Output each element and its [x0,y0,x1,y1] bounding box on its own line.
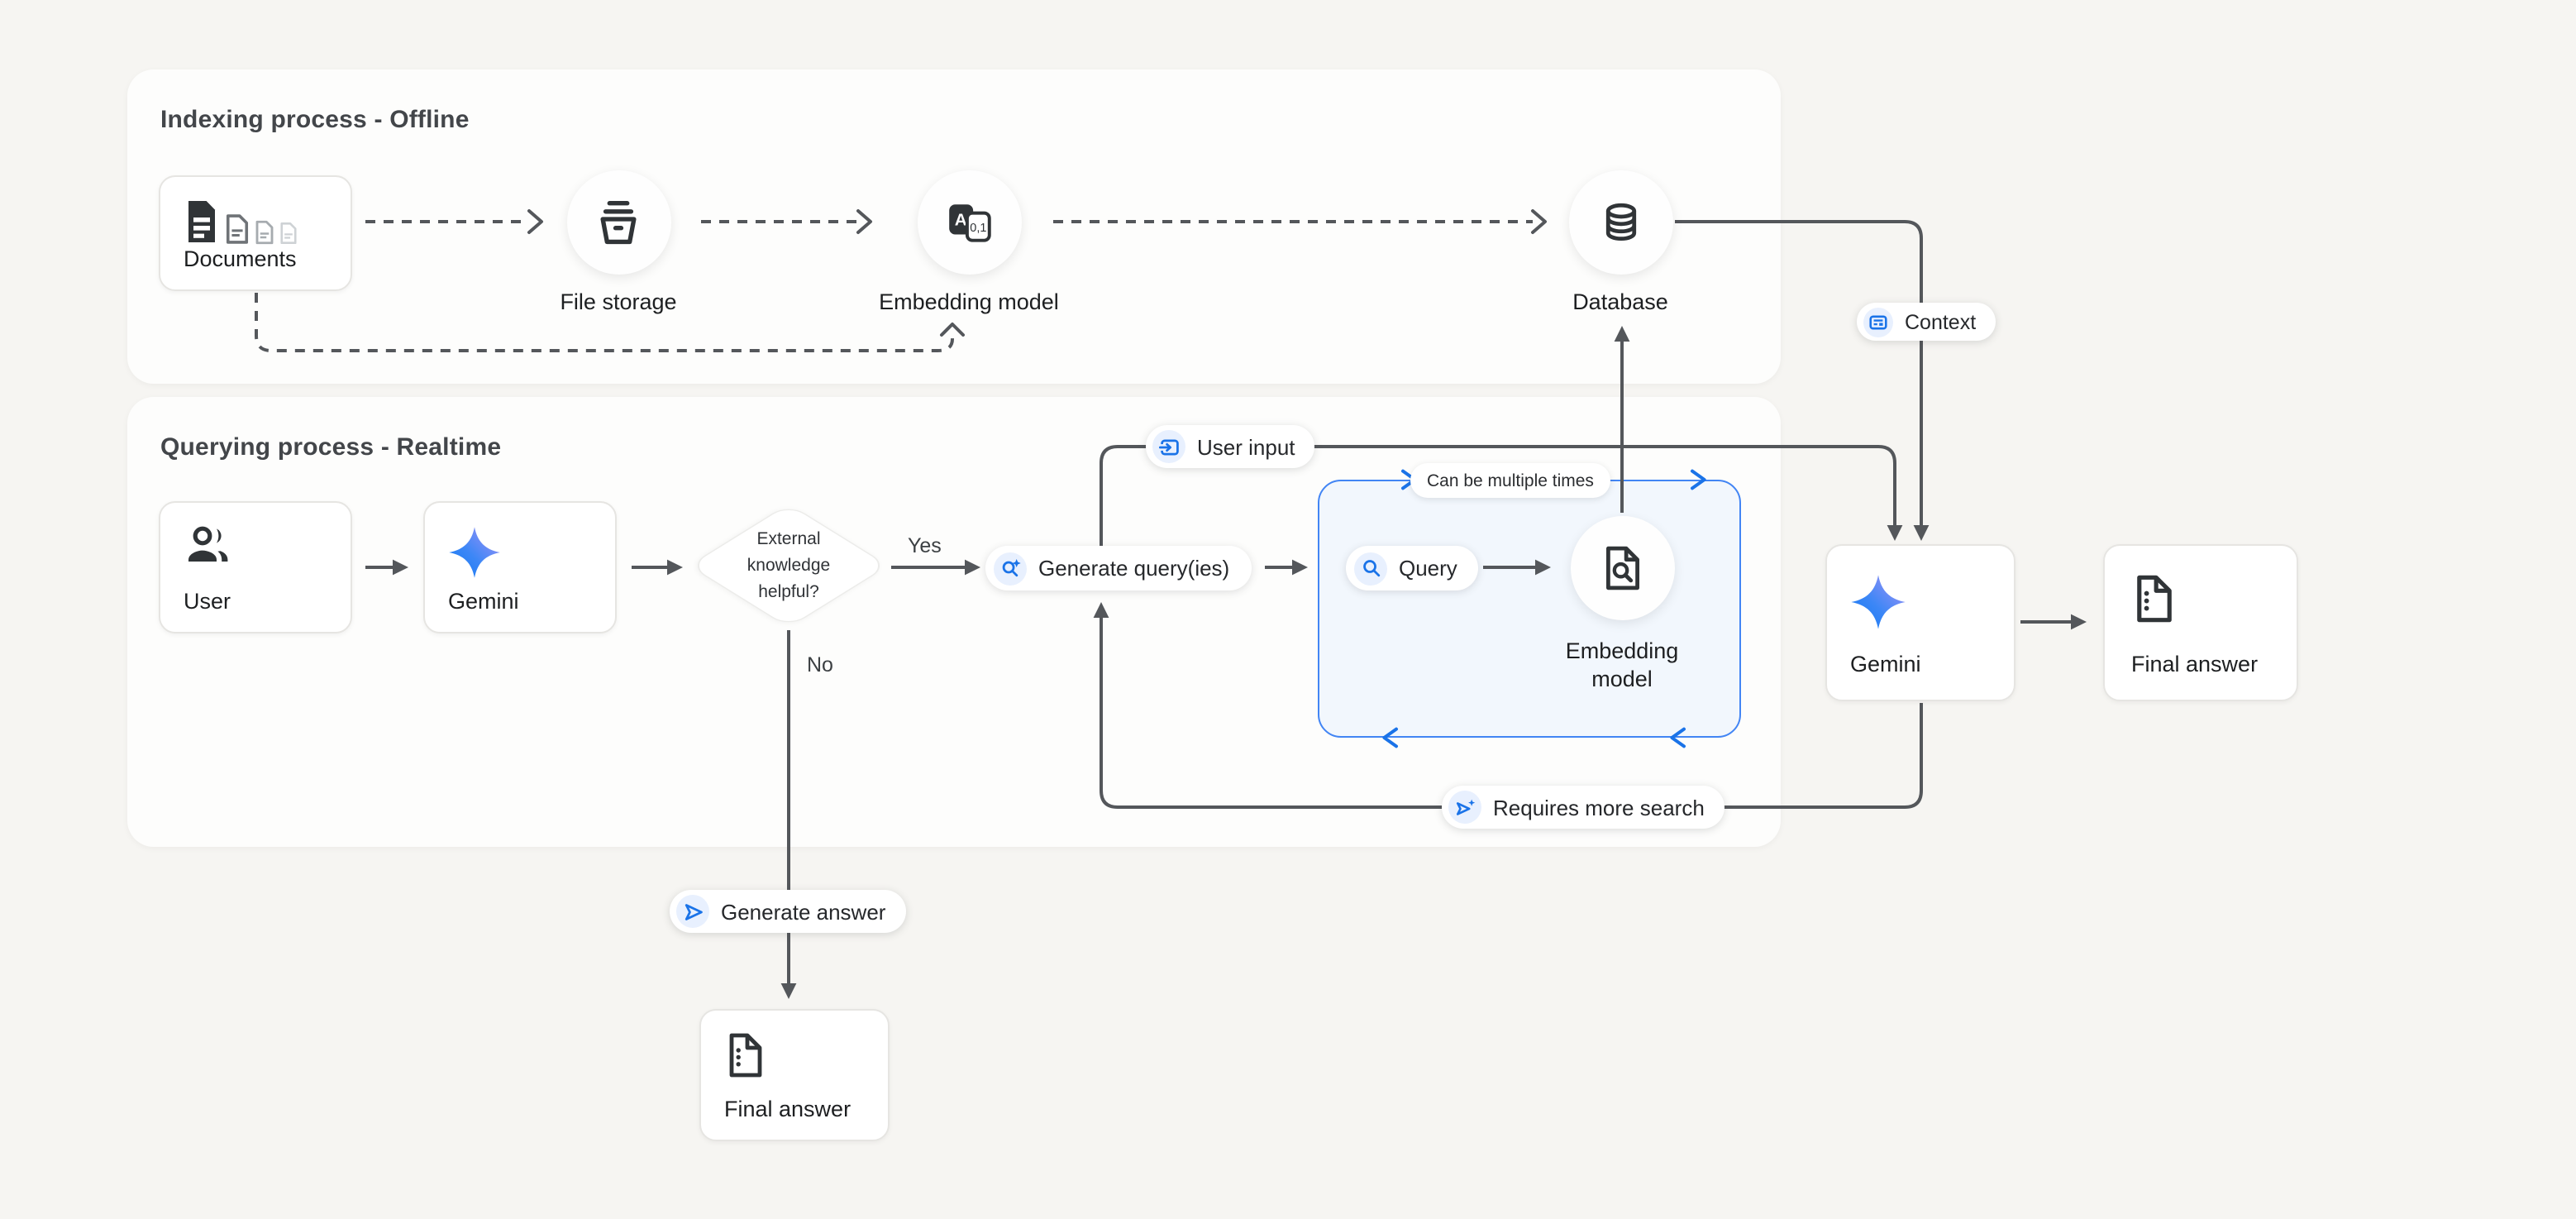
context-badge-label: Context [1905,310,1977,333]
decision-label: External knowledge helpful? [747,529,831,602]
query-step: Query [1346,546,1479,590]
gemini-query-label: Gemini [448,589,519,614]
document-icon [280,222,297,244]
gemini-star-icon [1851,575,1906,629]
embedding-model-realtime-node [1570,515,1674,619]
final-answer-right-label: Final answer [2131,652,2259,676]
generate-queries-step: Generate query(ies) [985,546,1252,590]
storage-bucket-icon [600,201,637,245]
database-icon [1605,202,1636,241]
requires-more-search-label: Requires more search [1493,795,1705,820]
retrieval-loop-box [1318,480,1741,738]
query-label: Query [1399,556,1457,581]
document-icon [188,201,215,242]
database-node [1568,170,1672,274]
svg-text:0,1: 0,1 [969,221,985,234]
decision-node: External knowledge helpful? [688,498,890,633]
input-icon [1152,430,1185,463]
document-icon [255,220,274,245]
user-node: User [159,501,352,633]
users-icon [188,526,228,562]
user-input-badge-label: User input [1197,434,1295,459]
gemini-answer-node: Gemini [1825,544,2015,701]
querying-panel-title: Querying process - Realtime [160,433,502,461]
documents-stack-icon [184,198,298,245]
generate-queries-label: Generate query(ies) [1038,556,1230,581]
embedding-model-offline-node: A 0,1 [917,170,1021,274]
gemini-answer-label: Gemini [1850,652,1921,676]
search-icon [1354,552,1387,585]
svg-text:A: A [954,210,966,229]
embedding-model-realtime-label: Embedding model [1565,638,1679,691]
embedding-translate-icon: A 0,1 [948,203,990,241]
document-icon [226,214,249,244]
edge-label-no: No [807,653,833,676]
generate-answer-badge: Generate answer [670,890,906,933]
final-answer-document-icon [729,1033,762,1078]
send-icon [676,895,709,928]
final-answer-document-icon [2137,575,2172,623]
generate-answer-label: Generate answer [721,899,886,924]
context-badge: Context [1857,303,1996,341]
documents-label: Documents [184,246,297,271]
embedding-model-offline-label: Embedding model [879,289,1059,314]
file-storage-node [566,170,670,274]
gemini-query-node: Gemini [423,501,617,633]
indexing-panel-title: Indexing process - Offline [160,106,470,134]
final-answer-bottom-node: Final answer [699,1009,890,1141]
final-answer-right-node: Final answer [2103,544,2298,701]
search-sparkle-icon [994,552,1027,585]
edge-label-yes: Yes [908,534,942,557]
database-label: Database [1572,289,1668,314]
final-answer-bottom-label: Final answer [724,1097,852,1121]
requires-more-search-badge: Requires more search [1442,786,1724,829]
can-be-multiple-times-pill: Can be multiple times [1410,463,1610,498]
documents-node: Documents [159,175,352,291]
context-article-icon [1863,307,1893,337]
user-input-badge: User input [1146,425,1315,468]
file-storage-label: File storage [560,289,677,314]
gemini-star-icon [449,527,500,578]
user-label: User [184,589,231,614]
search-more-sparkle-icon [1448,791,1481,824]
file-search-icon [1605,545,1639,590]
